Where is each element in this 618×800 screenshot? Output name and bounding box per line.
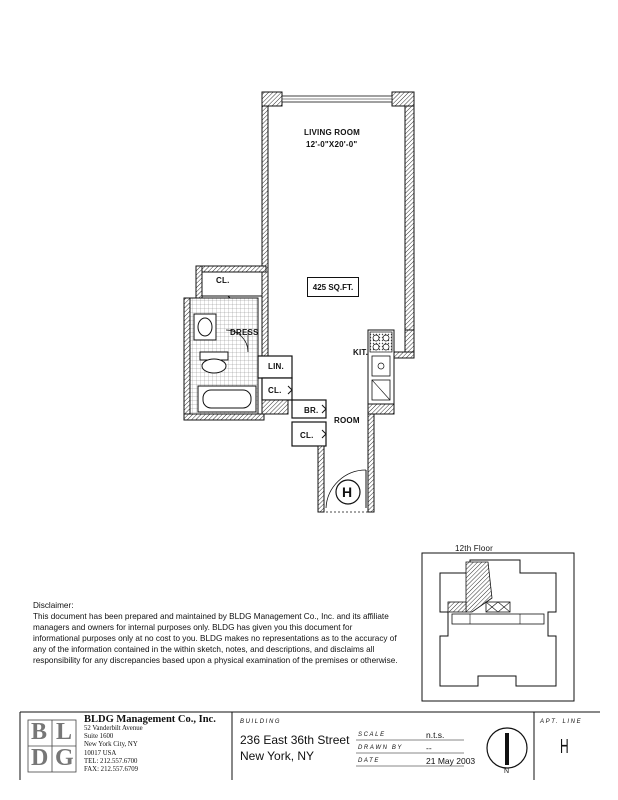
- kitchen-label: KIT.: [353, 348, 369, 357]
- key-plan: [421, 552, 575, 702]
- date-value: 21 May 2003: [426, 756, 476, 766]
- disclaimer: Disclaimer: This document has been prepa…: [33, 600, 398, 666]
- living-room-label: LIVING ROOM: [304, 128, 360, 137]
- logo-letter-l: L: [56, 719, 73, 745]
- closet-label-middle: CL.: [268, 386, 282, 395]
- building-header: BUILDING: [240, 719, 282, 725]
- scale-value: n.t.s.: [426, 730, 445, 740]
- closet-top: [195, 265, 267, 309]
- logo-letter-g: G: [55, 745, 74, 771]
- linen-label: LIN.: [268, 362, 284, 371]
- company-fax: FAX: 212.557.6709: [84, 766, 139, 774]
- drawn-by-header: DRAWN BY: [358, 745, 404, 751]
- company-info: BLDG Management Co., Inc. 52 Vanderbilt …: [84, 714, 216, 774]
- closet-label-top: CL.: [216, 276, 230, 285]
- apt-line-header: APT. LINE: [540, 719, 583, 725]
- kitchen: [367, 329, 415, 405]
- entry-mark: H: [342, 484, 353, 500]
- logo-letter-b: B: [31, 719, 48, 745]
- scale-header: SCALE: [358, 732, 386, 738]
- company-address-1: 52 Vanderbilt Avenue: [84, 725, 143, 732]
- company-name: BLDG Management Co., Inc.: [84, 714, 216, 725]
- date-header: DATE: [358, 758, 380, 764]
- disclaimer-body: This document has been prepared and main…: [33, 612, 398, 665]
- building-address-1: 236 East 36th Street: [240, 733, 350, 747]
- apt-line-value: H: [560, 736, 569, 758]
- company-address-4: 10017 USA: [84, 749, 117, 757]
- company-tel: TEL: 212.557.6700: [84, 757, 138, 765]
- disclaimer-heading: Disclaimer:: [33, 601, 74, 610]
- closet-label-bottom: CL.: [300, 431, 314, 440]
- interior-walls: [257, 355, 395, 513]
- dress-label: DRESS: [230, 328, 259, 337]
- north-label: N: [504, 768, 510, 775]
- keyplan-floor-label: 12th Floor: [455, 544, 494, 553]
- bathroom: [183, 297, 265, 421]
- drawn-by-value: --: [426, 743, 432, 753]
- area-box: 425 SQ.FT.: [307, 277, 359, 297]
- logo-letter-d: D: [31, 745, 49, 771]
- building-address-2: New York, NY: [240, 749, 315, 763]
- room-label: ROOM: [334, 416, 360, 425]
- broom-label: BR.: [304, 406, 319, 415]
- living-room-dimensions: 12'-0"X20'-0": [306, 140, 358, 149]
- company-address-2: Suite 1600: [84, 733, 114, 741]
- title-block-frame: [19, 711, 600, 780]
- company-address-3: New York City, NY: [84, 741, 138, 749]
